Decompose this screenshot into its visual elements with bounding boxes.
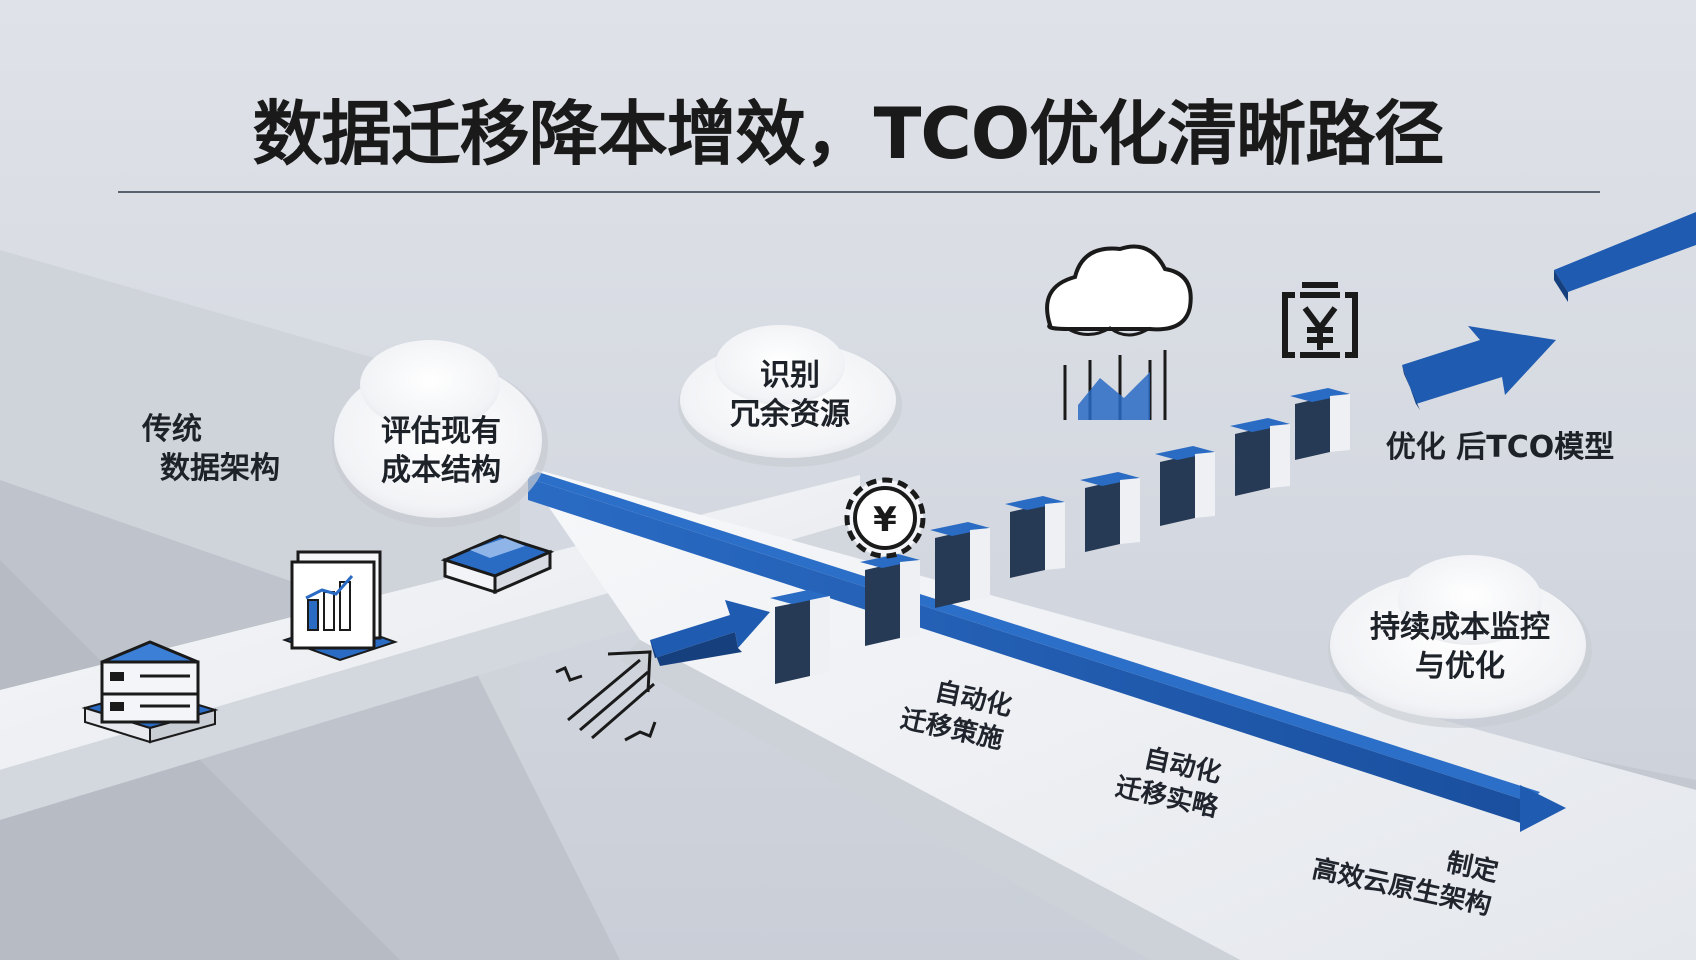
label-line: 传统 bbox=[142, 412, 202, 447]
optimized-arrow bbox=[1402, 326, 1556, 410]
label-traditional-architecture: 传统 数据架构 bbox=[142, 410, 312, 488]
entry-arrow bbox=[650, 600, 770, 666]
label-optimized-tco: 优化 后TCO模型 bbox=[1385, 430, 1615, 465]
label-assess-cost: 评估现有 成本结构 bbox=[356, 412, 526, 490]
yen-gear-icon: ¥ bbox=[844, 477, 926, 559]
bubble-assess bbox=[332, 340, 548, 527]
bubble-identify bbox=[678, 325, 902, 467]
label-line: 成本结构 bbox=[381, 453, 501, 488]
storage-drive-icon bbox=[440, 534, 555, 595]
label-line: 数据架构 bbox=[160, 451, 280, 486]
label-identify-redundant: 识别 冗余资源 bbox=[700, 356, 880, 434]
title-divider bbox=[118, 191, 1600, 193]
label-line: 评估现有 bbox=[381, 414, 501, 449]
staircase bbox=[770, 388, 1350, 684]
cloud-gear-icon bbox=[1045, 244, 1193, 420]
bubble-monitor bbox=[1328, 555, 1592, 728]
label-line: 与优化 bbox=[1415, 649, 1505, 684]
label-line: 识别 bbox=[760, 358, 820, 393]
label-line: 持续成本监控 bbox=[1370, 610, 1550, 645]
label-continuous-monitoring: 持续成本监控 与优化 bbox=[1340, 608, 1580, 686]
label-line: 冗余资源 bbox=[730, 397, 850, 432]
bar-chart-monitor-icon bbox=[281, 550, 399, 662]
exit-arrow bbox=[1554, 212, 1696, 302]
page-title: 数据迁移降本增效，TCO优化清晰路径 bbox=[252, 93, 1445, 175]
server-stack-icon bbox=[81, 640, 219, 744]
yen-symbol: ¥ bbox=[873, 500, 897, 540]
blue-rail-arrow bbox=[528, 472, 1566, 832]
yen-bracket-icon bbox=[1282, 282, 1358, 358]
rising-arrow-icon bbox=[555, 650, 657, 742]
